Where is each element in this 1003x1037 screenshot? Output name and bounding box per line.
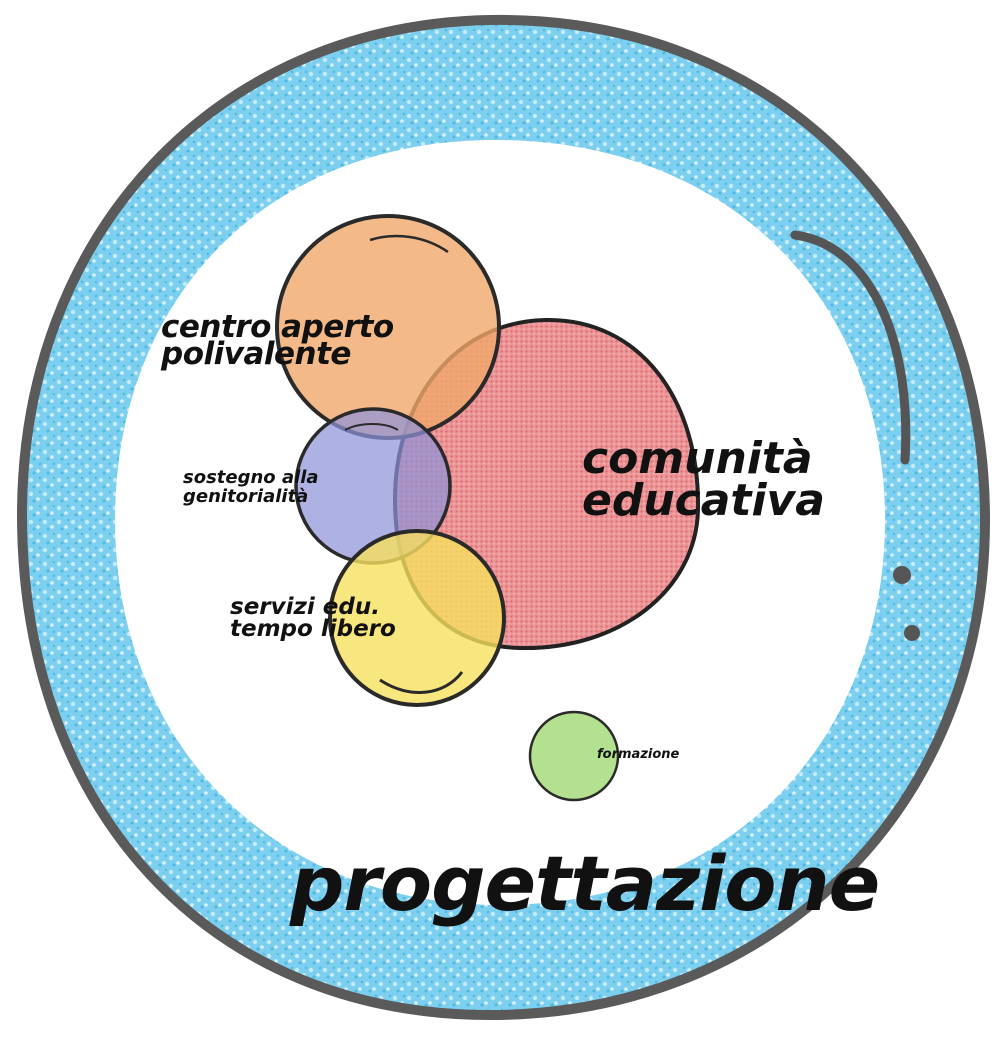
highlight-stroke [369, 234, 449, 254]
label-sostegno: sostegno alla genitorialità [183, 467, 319, 507]
gloss-arc [790, 230, 911, 465]
label-formazione: formazione [597, 747, 680, 762]
label-comunita-educativa: comunità educativa [582, 433, 825, 526]
label-line: polivalente [161, 336, 351, 373]
label-centro-aperto: centro aperto polivalente [161, 309, 394, 373]
label-line: servizi edu. [230, 594, 380, 620]
label-line: genitorialità [183, 485, 309, 507]
circle-servizi [328, 529, 506, 707]
label-progettazione: progettazione [290, 839, 880, 928]
highlight-stroke [379, 671, 464, 694]
label-line: centro aperto [161, 309, 394, 345]
label-line: educativa [582, 474, 825, 526]
gloss-dot [904, 625, 920, 641]
gloss-dot [893, 566, 911, 584]
label-line: tempo libero [230, 615, 396, 642]
label-line: comunità [582, 433, 813, 484]
highlight-stroke [344, 423, 399, 431]
circle-formazione [528, 710, 620, 802]
label-line: sostegno alla [183, 467, 319, 488]
label-servizi: servizi edu. tempo libero [230, 594, 396, 642]
label-line: formazione [597, 747, 680, 762]
